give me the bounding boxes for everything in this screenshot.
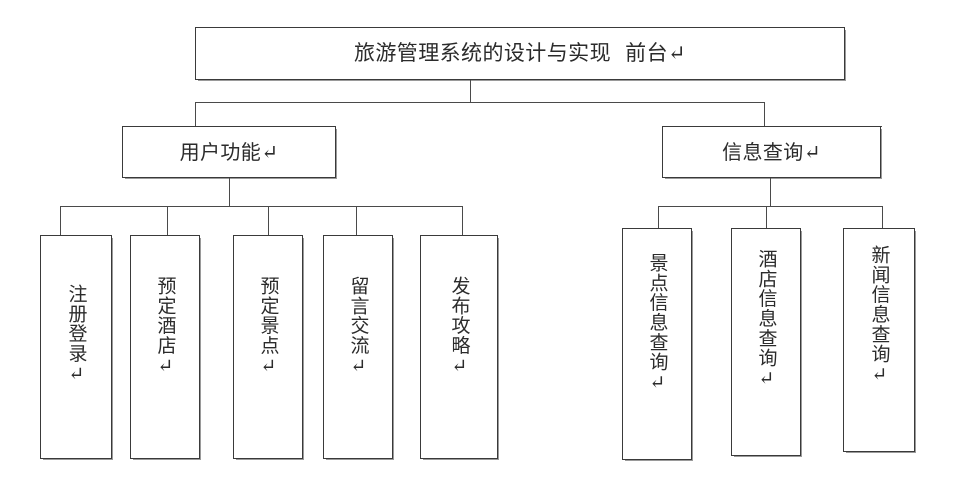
node-attraction-info-query-label: 景点信息查询↵ [646, 253, 669, 395]
node-attraction-info-query[interactable]: 景点信息查询↵ [622, 228, 692, 460]
node-register-login-label: 注册登录↵ [65, 284, 88, 386]
node-info-query-label: 信息查询↵ [722, 140, 821, 164]
edge-leaf-drop-5 [462, 206, 463, 235]
edge-user-functions-drop [229, 178, 230, 206]
edge-root-drop [470, 80, 471, 103]
node-hotel-info-query[interactable]: 酒店信息查询↵ [731, 228, 801, 456]
node-news-info-query-label: 新闻信息查询↵ [868, 245, 891, 387]
node-info-query[interactable]: 信息查询↵ [662, 126, 881, 178]
edge-info-query-drop [770, 178, 771, 206]
node-root-title-label: 旅游管理系统的设计与实现 前台↵ [353, 40, 687, 65]
edge-leaf-drop-7 [766, 206, 767, 228]
node-message-exchange[interactable]: 留言交流↵ [323, 235, 393, 459]
edge-leaf-drop-4 [356, 206, 357, 235]
node-book-hotel-label: 预定酒店↵ [154, 276, 177, 378]
node-publish-guide-label: 发布攻略↵ [448, 276, 471, 378]
node-book-attraction-label: 预定景点↵ [257, 276, 280, 378]
edge-leaf-drop-8 [882, 206, 883, 228]
edge-leaf-drop-1 [60, 206, 61, 235]
edge-level1-bus [195, 102, 765, 103]
edge-leaf-drop-6 [658, 206, 659, 228]
node-user-functions-label: 用户功能↵ [179, 140, 279, 164]
node-book-attraction[interactable]: 预定景点↵ [233, 235, 303, 459]
edge-level1-right-drop [764, 102, 765, 126]
node-root-title[interactable]: 旅游管理系统的设计与实现 前台↵ [195, 27, 845, 80]
edge-info-query-bus [658, 206, 883, 207]
node-message-exchange-label: 留言交流↵ [347, 276, 370, 378]
edge-level1-left-drop [195, 102, 196, 126]
edge-user-functions-bus [60, 206, 463, 207]
node-hotel-info-query-label: 酒店信息查询↵ [755, 249, 778, 391]
edge-leaf-drop-2 [167, 206, 168, 235]
node-publish-guide[interactable]: 发布攻略↵ [420, 235, 498, 459]
node-register-login[interactable]: 注册登录↵ [40, 235, 112, 459]
node-user-functions[interactable]: 用户功能↵ [122, 126, 336, 178]
node-news-info-query[interactable]: 新闻信息查询↵ [843, 228, 915, 452]
edge-leaf-drop-3 [268, 206, 269, 235]
node-book-hotel[interactable]: 预定酒店↵ [130, 235, 200, 459]
